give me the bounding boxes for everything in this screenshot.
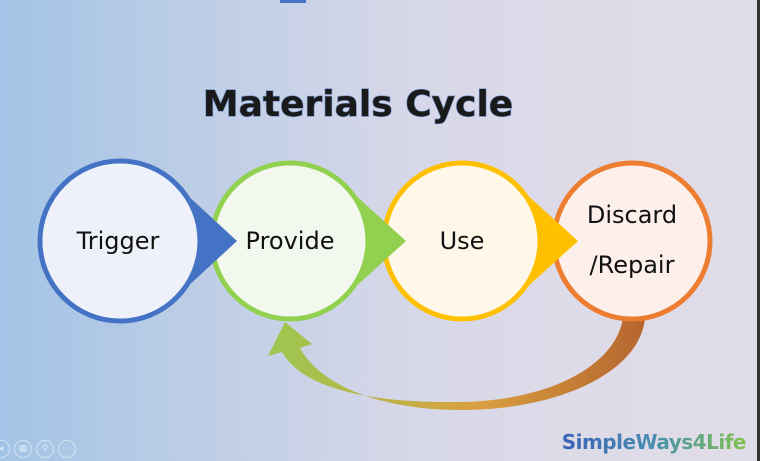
zoom-button[interactable]: ⚲ xyxy=(36,440,54,458)
step-label: Trigger xyxy=(76,227,160,255)
step-use: Use xyxy=(381,160,578,322)
logo: SimpleWays4Life xyxy=(561,430,747,454)
step-provide: Provide xyxy=(209,160,406,322)
step-label: Discard xyxy=(587,201,677,229)
return-arrow xyxy=(268,318,645,410)
step-label: Use xyxy=(440,227,485,255)
window-border xyxy=(757,0,760,461)
step-discard-repair: Discard /Repair xyxy=(551,160,713,322)
step-label: Provide xyxy=(246,227,335,255)
step-trigger: Trigger xyxy=(37,158,237,324)
more-options-button[interactable]: ⋯ xyxy=(58,440,76,458)
top-accent xyxy=(280,0,306,3)
page-title: Materials Cycle xyxy=(203,84,513,125)
slides-grid-button[interactable]: ▦ xyxy=(14,440,32,458)
step-label: /Repair xyxy=(590,251,675,279)
